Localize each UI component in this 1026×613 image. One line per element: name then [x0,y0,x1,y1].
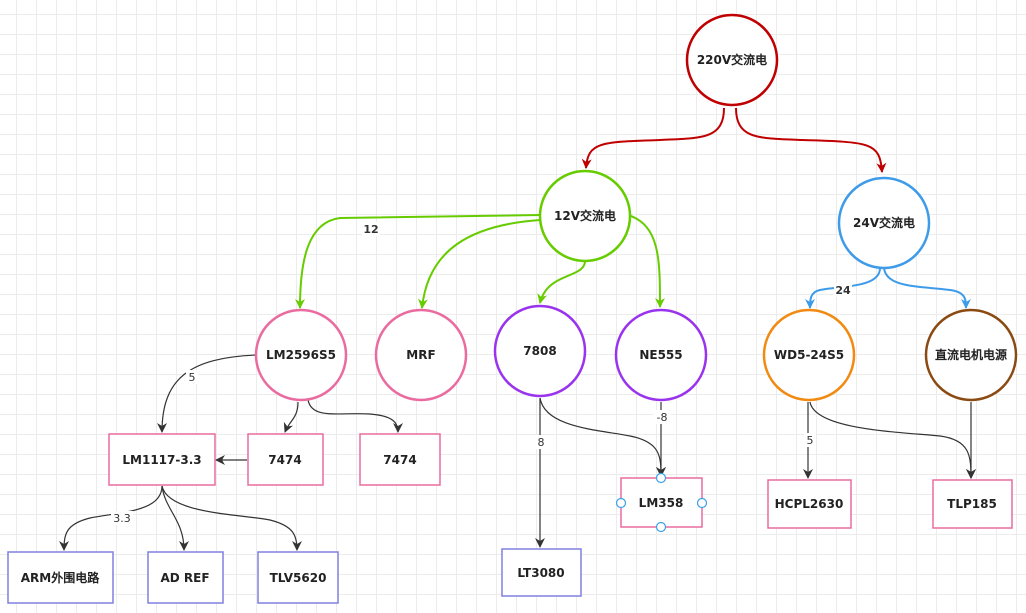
svg-text:LM358: LM358 [639,496,684,510]
svg-text:MRF: MRF [406,348,435,362]
edge-wd5-to-tlp[interactable] [809,401,976,479]
svg-text:24V交流电: 24V交流电 [853,215,915,230]
svg-text:TLV5620: TLV5620 [270,571,327,585]
edge-labels: 12 24 5 3.3 8 -8 5 [111,222,852,525]
node-24v-ac[interactable]: 24V交流电 [837,176,931,270]
svg-text:ARM外围电路: ARM外围电路 [21,570,100,585]
svg-text:WD5-24S5: WD5-24S5 [774,348,844,362]
node-lt3080[interactable]: LT3080 [501,548,582,597]
svg-text:直流电机电源: 直流电机电源 [935,347,1007,362]
edge-label-8: 8 [538,436,545,449]
edge-7808-to-lm358[interactable] [539,397,666,477]
svg-text:NE555: NE555 [639,348,682,362]
edge-label-24: 24 [835,284,851,297]
edge-lm2596-to-7474b[interactable] [307,399,403,433]
edge-lm1117-to-tlv[interactable] [161,485,302,551]
edge-lm2596-to-7474a[interactable] [283,401,299,433]
svg-text:LT3080: LT3080 [517,566,564,580]
svg-text:220V交流电: 220V交流电 [697,52,767,67]
node-arm-peripheral[interactable]: ARM外围电路 [7,551,114,604]
svg-text:TLP185: TLP185 [947,497,997,511]
resize-handle-right[interactable] [696,497,708,509]
node-12v-ac[interactable]: 12V交流电 [538,169,632,263]
edge-lm2596-to-lm1117[interactable] [157,354,257,433]
edge-220v-to-24v[interactable] [735,107,887,173]
svg-text:12V交流电: 12V交流电 [554,208,616,223]
edge-24v-to-dcmotor[interactable] [883,267,971,309]
edge-lm1117-to-arm[interactable] [59,485,163,551]
node-tlp185[interactable]: TLP185 [932,479,1013,529]
resize-handle-top[interactable] [655,472,667,484]
node-220v-ac[interactable]: 220V交流电 [685,13,779,107]
edge-lm1117-to-adref[interactable] [161,485,189,551]
svg-text:7808: 7808 [523,344,556,358]
node-7474-b[interactable]: 7474 [359,433,441,486]
node-wd5-24s5[interactable]: WD5-24S5 [762,308,856,402]
node-hcpl2630[interactable]: HCPL2630 [767,479,852,529]
node-lm2596s5[interactable]: LM2596S5 [254,308,348,402]
node-tlv5620[interactable]: TLV5620 [257,551,339,604]
svg-text:7474: 7474 [383,453,416,467]
edge-12v-to-mrf[interactable] [417,219,541,309]
node-7474-a[interactable]: 7474 [247,433,324,486]
svg-text:HCPL2630: HCPL2630 [775,497,844,511]
circle-nodes: 220V交流电 12V交流电 24V交流电 LM2596S5 MRF 7808 … [254,13,1018,402]
node-ne555[interactable]: NE555 [614,308,708,402]
edge-12v-to-lm2596[interactable] [295,214,541,309]
edge-label-5-lm2596: 5 [189,371,196,384]
edge-220v-to-12v[interactable] [581,107,725,169]
edge-label-5-wd5: 5 [807,434,814,447]
edge-label-12: 12 [363,223,378,236]
node-lm358[interactable]: LM358 [615,472,708,533]
node-ad-ref[interactable]: AD REF [147,551,224,604]
svg-text:LM2596S5: LM2596S5 [266,348,336,362]
node-dc-motor-power[interactable]: 直流电机电源 [924,308,1018,402]
resize-handle-bottom[interactable] [655,521,667,533]
svg-text:AD REF: AD REF [160,571,209,585]
node-mrf[interactable]: MRF [374,308,468,402]
edge-12v-to-7808[interactable] [537,257,587,304]
edge-label-3.3: 3.3 [113,512,131,525]
node-lm1117-3.3[interactable]: LM1117-3.3 [108,433,216,486]
resize-handle-left[interactable] [615,497,627,509]
edge-label-minus-8: -8 [657,411,668,424]
edges [59,107,976,551]
rect-nodes: LM1117-3.3 7474 7474 LM358 LT3080 HCPL26… [7,433,1013,604]
node-7808[interactable]: 7808 [493,304,587,398]
svg-text:7474: 7474 [268,453,301,467]
svg-text:LM1117-3.3: LM1117-3.3 [122,453,201,467]
edge-12v-to-ne555[interactable] [627,214,665,308]
edge-24v-to-wd5[interactable] [805,267,881,309]
